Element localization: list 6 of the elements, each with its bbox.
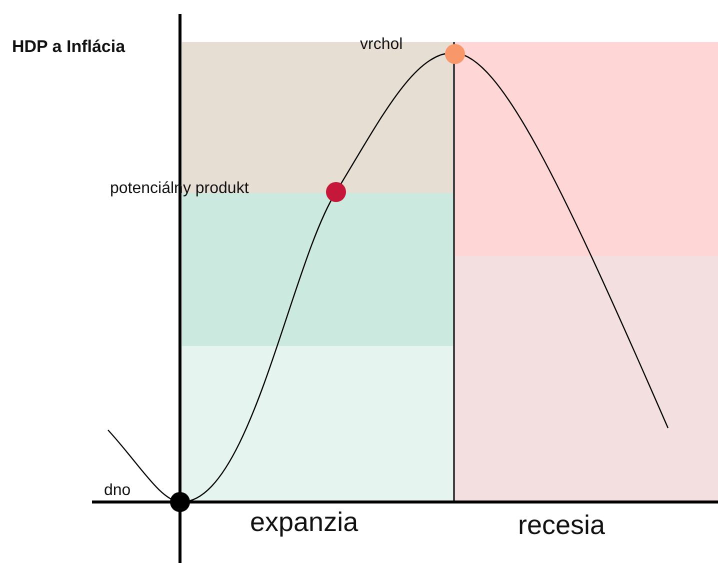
point-label: dno xyxy=(104,482,131,500)
phase-label: expanzia xyxy=(250,507,358,538)
point-marker xyxy=(170,492,190,512)
axis-title: HDP a Inflácia xyxy=(12,37,126,57)
phase-label: recesia xyxy=(518,510,606,541)
point-label: vrchol xyxy=(360,36,403,54)
